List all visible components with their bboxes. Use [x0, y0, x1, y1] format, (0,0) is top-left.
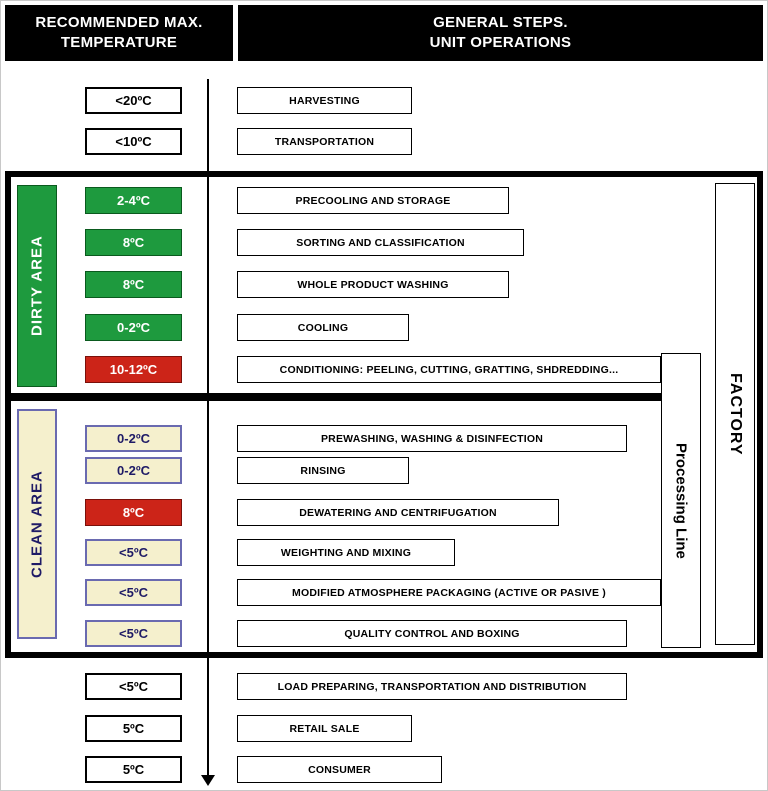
temp-box: 8ºC — [85, 499, 182, 526]
temp-box: 0-2ºC — [85, 425, 182, 452]
factory-label: FACTORY — [715, 183, 755, 645]
steps-column-header: GENERAL STEPS. UNIT OPERATIONS — [238, 5, 763, 61]
step-box: PRECOOLING AND STORAGE — [237, 187, 509, 214]
step-box: CONDITIONING: PEELING, CUTTING, GRATTING… — [237, 356, 661, 383]
temp-box: 5ºC — [85, 715, 182, 742]
step-box: COOLING — [237, 314, 409, 341]
dirty-clean-divider — [11, 393, 663, 401]
temp-box: 5ºC — [85, 756, 182, 783]
flow-line — [207, 79, 209, 777]
temp-box: <5ºC — [85, 579, 182, 606]
temp-box: 8ºC — [85, 271, 182, 298]
temperature-column-header: RECOMMENDED MAX. TEMPERATURE — [5, 5, 233, 61]
processing-line-label: Processing Line — [661, 353, 701, 648]
temp-box: 2-4ºC — [85, 187, 182, 214]
step-box: DEWATERING AND CENTRIFUGATION — [237, 499, 559, 526]
step-box: WHOLE PRODUCT WASHING — [237, 271, 509, 298]
step-box: QUALITY CONTROL AND BOXING — [237, 620, 627, 647]
down-arrow-icon — [201, 775, 215, 786]
step-box: LOAD PREPARING, TRANSPORTATION AND DISTR… — [237, 673, 627, 700]
temp-box: <5ºC — [85, 539, 182, 566]
step-box: TRANSPORTATION — [237, 128, 412, 155]
factory-border — [5, 171, 763, 658]
temp-box: 10-12ºC — [85, 356, 182, 383]
step-box: RETAIL SALE — [237, 715, 412, 742]
temp-box: <20ºC — [85, 87, 182, 114]
step-box: PREWASHING, WASHING & DISINFECTION — [237, 425, 627, 452]
step-box: HARVESTING — [237, 87, 412, 114]
step-box: MODIFIED ATMOSPHERE PACKAGING (ACTIVE OR… — [237, 579, 661, 606]
temp-box: <5ºC — [85, 673, 182, 700]
step-box: WEIGHTING AND MIXING — [237, 539, 455, 566]
temp-box: 0-2ºC — [85, 457, 182, 484]
temp-box: 0-2ºC — [85, 314, 182, 341]
clean-area-label: CLEAN AREA — [17, 409, 57, 639]
step-box: SORTING AND CLASSIFICATION — [237, 229, 524, 256]
temp-box: <10ºC — [85, 128, 182, 155]
dirty-area-label: DIRTY AREA — [17, 185, 57, 387]
temp-box: 8ºC — [85, 229, 182, 256]
temp-box: <5ºC — [85, 620, 182, 647]
step-box: RINSING — [237, 457, 409, 484]
step-box: CONSUMER — [237, 756, 442, 783]
